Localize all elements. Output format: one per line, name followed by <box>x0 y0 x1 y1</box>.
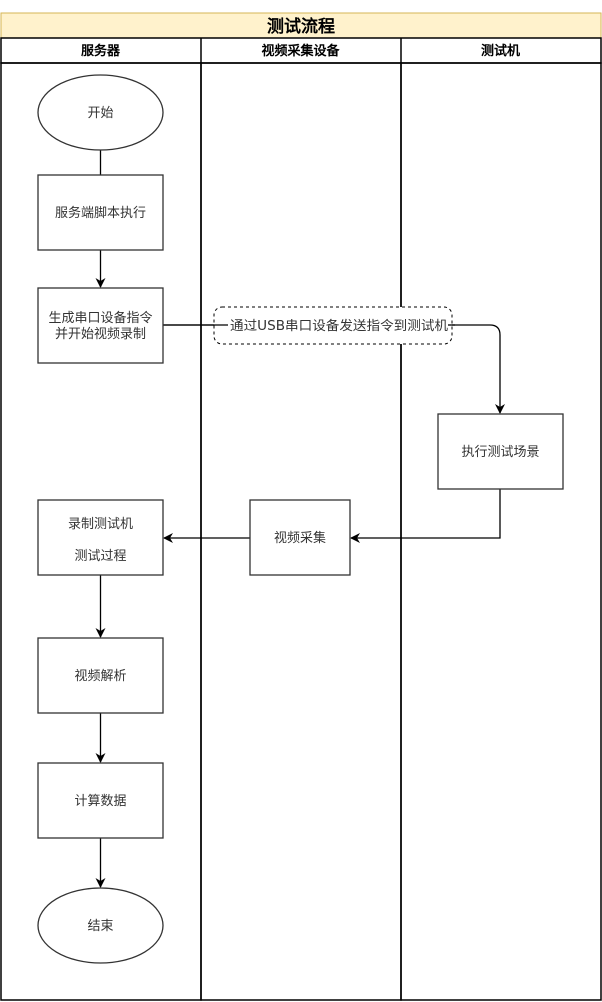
node-end-label: 结束 <box>87 919 113 934</box>
node-generate-command[interactable]: 生成串口设备指令 并开始视频录制 <box>37 287 164 364</box>
edge-scene-to-capture <box>350 489 501 543</box>
edge-label-usb-command: 通过USB串口设备发送指令到测试机 <box>163 306 455 345</box>
edge-command-to-scene <box>163 324 505 414</box>
lane-header-test-machine: 测试机 <box>481 43 520 59</box>
node-video-capture[interactable]: 视频采集 <box>249 499 351 576</box>
nodes: 开始 服务端脚本执行 生成串口设备指令 并开始视频录制 执行测试场景 视频采集 … <box>37 74 564 964</box>
node-video-parse-label: 视频解析 <box>74 669 126 684</box>
node-compute-data-label: 计算数据 <box>74 794 126 809</box>
node-server-script-label: 服务端脚本执行 <box>55 205 146 221</box>
node-end[interactable]: 结束 <box>37 887 164 964</box>
lane-test-machine <box>400 62 602 1001</box>
edge-label-text: 通过USB串口设备发送指令到测试机 <box>230 318 448 334</box>
node-record-process-line1: 录制测试机 <box>68 517 133 532</box>
edges <box>95 150 505 888</box>
pool-header: 测试流程 <box>0 12 602 39</box>
pool-title-band <box>0 12 602 39</box>
pool-title: 测试流程 <box>267 16 335 37</box>
lane-header-video-capture: 视频采集设备 <box>261 43 340 59</box>
lanes <box>0 38 602 1001</box>
node-generate-command-line2: 并开始视频录制 <box>55 327 146 342</box>
node-video-capture-label: 视频采集 <box>274 530 326 546</box>
node-start-label: 开始 <box>87 106 113 121</box>
node-run-test-scene[interactable]: 执行测试场景 <box>437 413 564 490</box>
node-run-test-scene-label: 执行测试场景 <box>461 445 539 460</box>
lane-header-row: 服务器 视频采集设备 测试机 <box>0 37 602 64</box>
lane-header-server: 服务器 <box>81 43 121 59</box>
node-server-script[interactable]: 服务端脚本执行 <box>37 174 164 251</box>
node-record-process[interactable]: 录制测试机 测试过程 <box>37 499 164 576</box>
node-compute-data[interactable]: 计算数据 <box>37 762 164 839</box>
node-start[interactable]: 开始 <box>37 74 164 151</box>
node-record-process-line2: 测试过程 <box>74 549 126 564</box>
node-video-parse[interactable]: 视频解析 <box>37 637 164 714</box>
node-generate-command-line1: 生成串口设备指令 <box>48 310 152 326</box>
